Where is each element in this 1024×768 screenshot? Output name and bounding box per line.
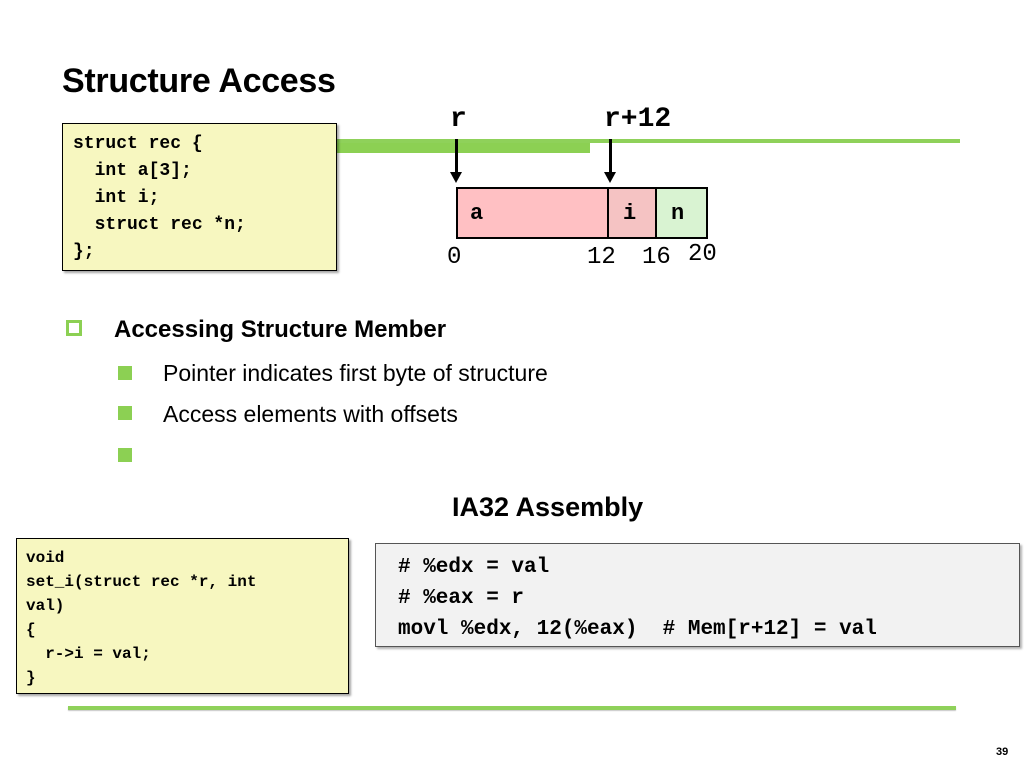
memory-cell-a: a bbox=[458, 189, 609, 237]
struct-code-box: struct rec { int a[3]; int i; struct rec… bbox=[62, 123, 337, 271]
offset-12: 12 bbox=[587, 244, 616, 271]
assembly-heading: IA32 Assembly bbox=[452, 492, 644, 522]
main-bullet-text: Accessing Structure Member bbox=[114, 316, 447, 343]
hollow-square-bullet-icon bbox=[66, 320, 82, 336]
pointer-r12-label: r+12 bbox=[604, 104, 672, 135]
filled-square-bullet-icon bbox=[118, 366, 132, 380]
pointer-r12-arrowhead bbox=[604, 172, 616, 183]
pointer-r-arrow bbox=[455, 139, 458, 173]
memory-cell-n: n bbox=[657, 189, 706, 237]
footer-rule bbox=[68, 706, 956, 710]
offset-0: 0 bbox=[447, 244, 462, 271]
title-rule bbox=[336, 139, 960, 143]
sub-bullet-text: Access elements with offsets bbox=[163, 401, 458, 427]
offset-16: 16 bbox=[642, 244, 671, 271]
sub-bullet-text: Pointer indicates first byte of structur… bbox=[163, 360, 548, 386]
assembly-code-box: # %edx = val # %eax = r movl %edx, 12(%e… bbox=[375, 543, 1020, 647]
page-number: 39 bbox=[996, 746, 1009, 758]
title-rule-accent bbox=[336, 143, 590, 153]
memory-cell-i: i bbox=[609, 189, 657, 237]
filled-square-bullet-icon bbox=[118, 448, 132, 462]
offset-20: 20 bbox=[688, 241, 717, 268]
struct-memory-layout: a i n bbox=[456, 187, 708, 239]
filled-square-bullet-icon bbox=[118, 406, 132, 420]
c-function-code-box: void set_i(struct rec *r, int val) { r->… bbox=[16, 538, 349, 694]
slide-title: Structure Access bbox=[62, 62, 336, 100]
pointer-r-arrowhead bbox=[450, 172, 462, 183]
pointer-r-label: r bbox=[450, 104, 467, 135]
pointer-r12-arrow bbox=[609, 139, 612, 173]
